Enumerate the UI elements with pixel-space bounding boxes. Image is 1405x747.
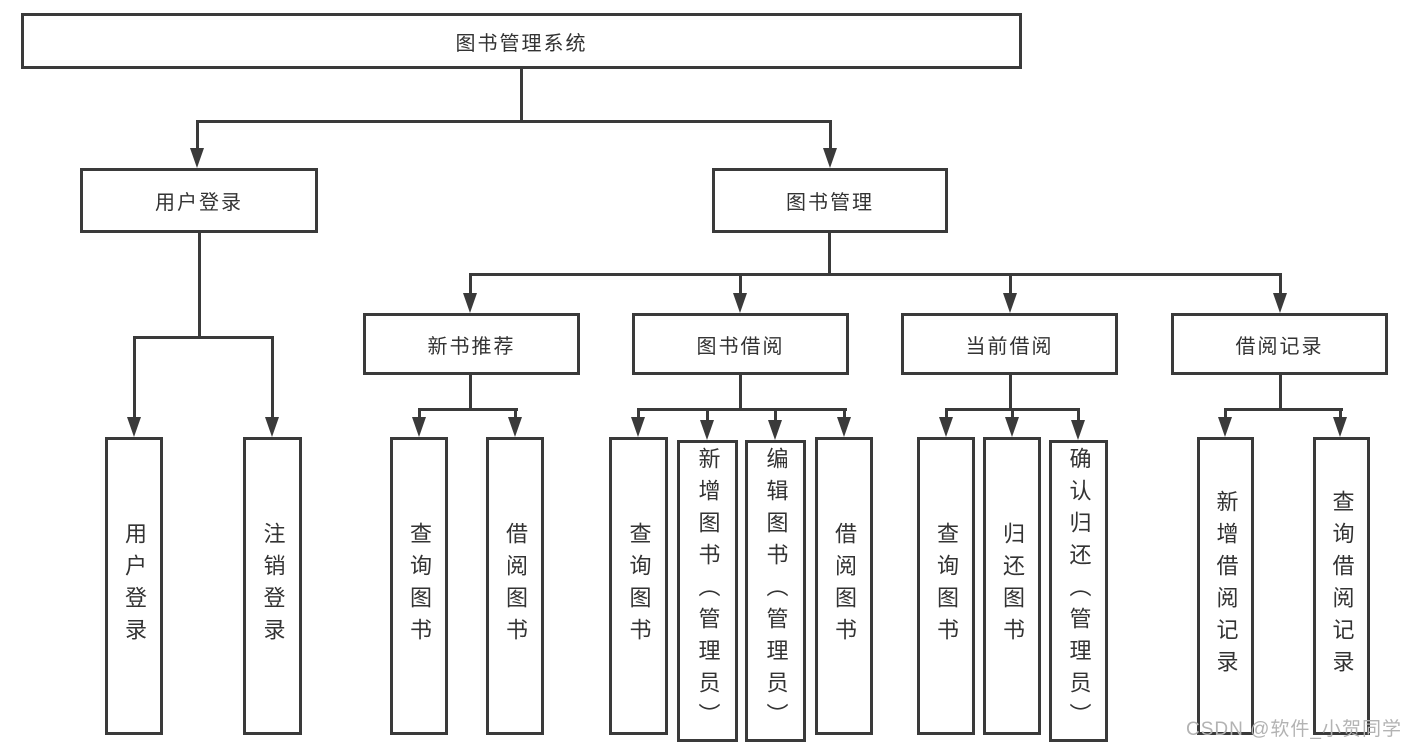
node-library-system: 图书管理系统 — [21, 13, 1022, 69]
connector-line — [1009, 375, 1012, 411]
leaf-borrow-books: 借阅图书 — [815, 437, 873, 735]
arrow-down-icon — [1005, 417, 1019, 437]
node-borrowing-records: 借阅记录 — [1171, 313, 1388, 375]
connector-line — [469, 375, 472, 411]
connector-line — [271, 336, 274, 419]
leaf-edit-books-admin: 编辑图书（管理员） — [745, 440, 806, 742]
connector-line — [520, 69, 523, 123]
connector-line — [739, 375, 742, 411]
arrow-down-icon — [1071, 420, 1085, 440]
leaf-logout: 注销登录 — [243, 437, 302, 735]
node-book-borrowing: 图书借阅 — [632, 313, 849, 375]
leaf-add-borrow-record: 新增借阅记录 — [1197, 437, 1254, 735]
leaf-add-books-admin-label: 新增图书（管理员） — [695, 447, 721, 735]
arrow-down-icon — [412, 417, 426, 437]
connector-line — [774, 408, 777, 422]
leaf-user-login: 用户登录 — [105, 437, 163, 735]
leaf-confirm-return-admin: 确认归还（管理员） — [1049, 440, 1108, 742]
leaf-borrow-query-books: 查询图书 — [609, 437, 668, 735]
arrow-down-icon — [733, 293, 747, 313]
arrow-down-icon — [508, 417, 522, 437]
connector-line — [1339, 408, 1342, 419]
node-book-management-label: 图书管理 — [786, 192, 874, 214]
leaf-return-books: 归还图书 — [983, 437, 1041, 735]
connector-line — [637, 408, 640, 419]
leaf-recommend-borrow-books: 借阅图书 — [486, 437, 544, 735]
arrow-down-icon — [700, 420, 714, 440]
connector-line — [514, 408, 517, 419]
connector-line — [418, 408, 421, 419]
node-book-management: 图书管理 — [712, 168, 948, 233]
leaf-add-borrow-record-label: 新增借阅记录 — [1213, 490, 1239, 682]
leaf-query-borrow-record-label: 查询借阅记录 — [1329, 490, 1355, 682]
connector-line — [706, 408, 709, 422]
connector-line — [198, 233, 201, 339]
leaf-current-query-books: 查询图书 — [917, 437, 975, 735]
connector-line — [133, 336, 274, 339]
arrow-down-icon — [837, 417, 851, 437]
arrow-down-icon — [1003, 293, 1017, 313]
arrow-down-icon — [190, 148, 204, 168]
arrow-down-icon — [463, 293, 477, 313]
node-library-system-label: 图书管理系统 — [455, 32, 588, 55]
arrow-down-icon — [127, 417, 141, 437]
connector-line — [418, 408, 518, 411]
connector-line — [1224, 408, 1227, 419]
connector-line — [196, 120, 199, 150]
arrow-down-icon — [265, 417, 279, 437]
arrow-down-icon — [631, 417, 645, 437]
node-current-borrowing-label: 当前借阅 — [965, 335, 1054, 358]
connector-line — [133, 336, 136, 419]
leaf-query-borrow-record: 查询借阅记录 — [1313, 437, 1370, 735]
leaf-current-query-books-label: 查询图书 — [934, 522, 959, 650]
connector-line — [196, 120, 832, 123]
connector-line — [1224, 408, 1343, 411]
connector-line — [469, 273, 472, 295]
leaf-borrow-books-label: 借阅图书 — [832, 522, 857, 650]
connector-line — [469, 273, 1282, 276]
leaf-user-login-label: 用户登录 — [122, 522, 147, 650]
leaf-confirm-return-admin-label: 确认归还（管理员） — [1066, 447, 1092, 735]
arrow-down-icon — [1333, 417, 1347, 437]
node-user-login-label: 用户登录 — [155, 192, 243, 214]
connector-line — [1011, 408, 1014, 419]
leaf-return-books-label: 归还图书 — [1000, 522, 1025, 650]
arrow-down-icon — [768, 420, 782, 440]
arrow-down-icon — [1218, 417, 1232, 437]
node-user-login: 用户登录 — [80, 168, 318, 233]
leaf-recommend-query-books-label: 查询图书 — [407, 522, 432, 650]
connector-line — [1279, 375, 1282, 411]
connector-line — [1279, 273, 1282, 295]
leaf-recommend-query-books: 查询图书 — [390, 437, 448, 735]
connector-line — [829, 120, 832, 150]
connector-line — [828, 233, 831, 276]
arrow-down-icon — [823, 148, 837, 168]
node-borrowing-records-label: 借阅记录 — [1235, 335, 1324, 358]
node-new-book-recommend-label: 新书推荐 — [427, 335, 516, 358]
node-current-borrowing: 当前借阅 — [901, 313, 1118, 375]
connector-line — [1009, 273, 1012, 295]
leaf-edit-books-admin-label: 编辑图书（管理员） — [763, 447, 789, 735]
watermark: CSDN @软件_小贺同学 — [1186, 719, 1402, 740]
leaf-add-books-admin: 新增图书（管理员） — [677, 440, 738, 742]
node-new-book-recommend: 新书推荐 — [363, 313, 580, 375]
connector-line — [1077, 408, 1080, 422]
arrow-down-icon — [939, 417, 953, 437]
connector-line — [945, 408, 948, 419]
connector-line — [843, 408, 846, 419]
node-book-borrowing-label: 图书借阅 — [696, 335, 785, 358]
leaf-borrow-query-books-label: 查询图书 — [626, 522, 652, 650]
connector-line — [739, 273, 742, 295]
connector-line — [637, 408, 847, 411]
leaf-recommend-borrow-books-label: 借阅图书 — [503, 522, 528, 650]
arrow-down-icon — [1273, 293, 1287, 313]
leaf-logout-label: 注销登录 — [260, 522, 286, 650]
